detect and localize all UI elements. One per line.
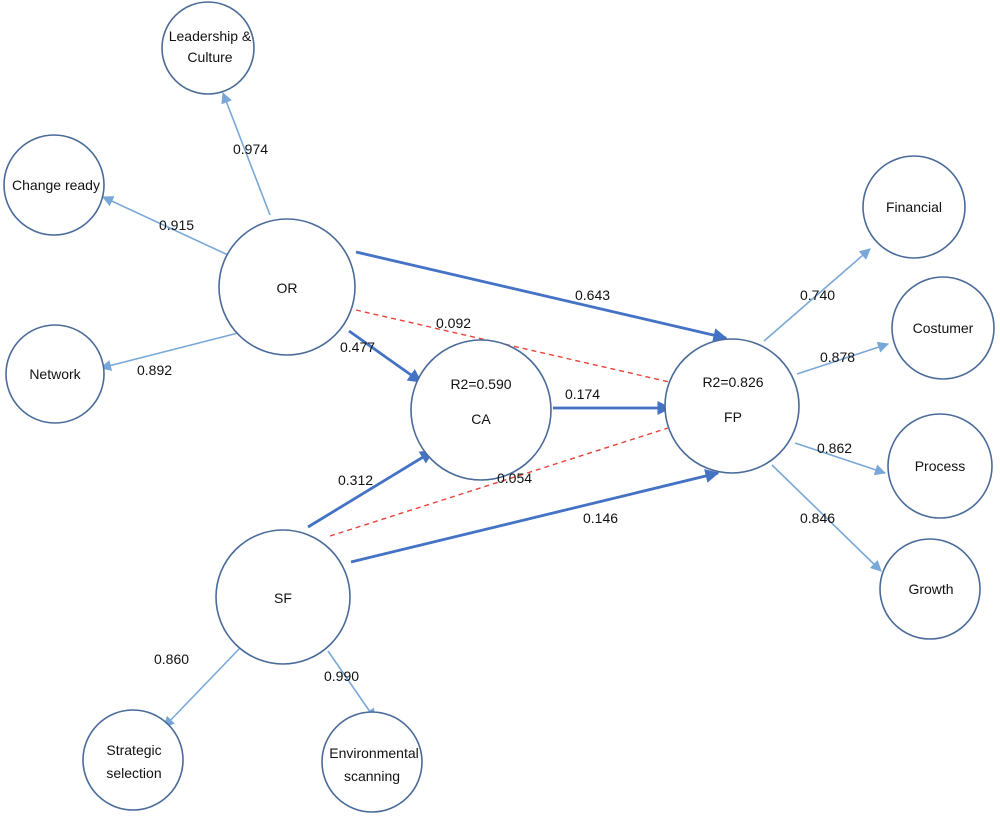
svg-text:Change ready: Change ready [12, 177, 100, 193]
svg-text:Financial: Financial [886, 199, 942, 215]
edge-or-ca [348, 329, 423, 384]
node-sf: SF [215, 529, 351, 665]
label-or-change: 0.915 [159, 217, 194, 233]
edge-fp-growth [771, 464, 882, 572]
label-or-ca: 0.477 [340, 339, 375, 355]
edge-sf-strategic [163, 647, 241, 728]
label-fp-growth: 0.846 [800, 510, 835, 526]
node-or: OR [218, 218, 356, 356]
edge-or-leadership [221, 91, 271, 216]
label-ca-fp: 0.174 [565, 386, 600, 402]
label-or-fp: 0.643 [575, 287, 610, 303]
edge-fp-process [794, 442, 887, 476]
label-or-leadership: 0.974 [233, 141, 268, 157]
label-sf-fp: 0.146 [583, 510, 618, 526]
label-sf-ca: 0.312 [338, 472, 373, 488]
label-or-network: 0.892 [137, 362, 172, 378]
node-process: Process [887, 413, 993, 519]
label-sf-environmental: 0.990 [324, 668, 359, 684]
edge-sf-ca [307, 449, 435, 529]
edge-fp-costumer [796, 341, 890, 375]
label-sf-fp-moderation: 0.054 [497, 470, 532, 486]
node-financial: Financial [862, 155, 966, 259]
edge-sf-environmental [327, 650, 376, 720]
edge-or-fp-moderation [355, 309, 679, 385]
label-or-fp-moderation: 0.092 [436, 315, 471, 331]
node-change-ready: Change ready [3, 134, 105, 236]
edge-or-change [101, 196, 229, 256]
label-fp-costumer: 0.878 [820, 349, 855, 365]
svg-text:Growth: Growth [908, 581, 953, 597]
edge-sf-fp [350, 469, 720, 564]
node-costumer: Costumer [891, 276, 995, 380]
svg-text:Leadership &Culture: Leadership &Culture [169, 28, 252, 65]
svg-text:Process: Process [915, 458, 966, 474]
label-sf-strategic: 0.860 [154, 651, 189, 667]
label-fp-process: 0.862 [817, 440, 852, 456]
svg-text:Costumer: Costumer [913, 320, 974, 336]
edge-fp-financial [763, 248, 871, 342]
node-growth: Growth [879, 538, 981, 640]
edge-or-network [99, 332, 239, 371]
svg-text:SF: SF [274, 590, 292, 606]
node-network: Network [5, 324, 105, 424]
edge-or-fp [355, 250, 728, 342]
svg-text:Network: Network [29, 366, 81, 382]
node-leadership-culture: Leadership &Culture [161, 1, 255, 95]
svg-text:OR: OR [277, 280, 298, 296]
label-fp-financial: 0.740 [800, 287, 835, 303]
